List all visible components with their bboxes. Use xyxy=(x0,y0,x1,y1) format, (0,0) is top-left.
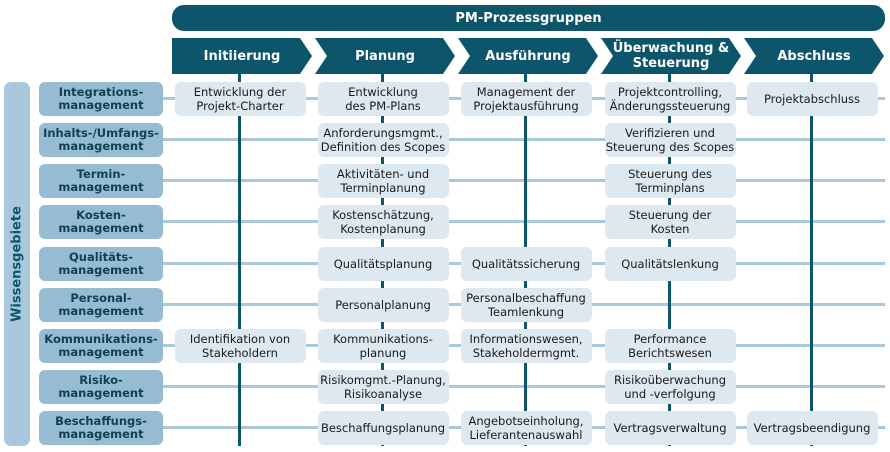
process-box: Beschaffungsplanung xyxy=(317,411,449,445)
knowledge-area-label: Beschaffungs- management xyxy=(39,411,163,445)
phase-header-3: Überwachung & Steuerung xyxy=(601,38,741,74)
knowledge-area-label: Termin- management xyxy=(39,164,163,198)
process-box: Risikoüberwachung und -verfolgung xyxy=(604,370,736,404)
knowledge-area-label: Qualitäts- management xyxy=(39,247,163,281)
process-box: Personalplanung xyxy=(317,288,449,322)
process-box: Entwicklung des PM-Plans xyxy=(317,82,449,116)
process-box: Qualitätslenkung xyxy=(604,247,736,281)
knowledge-area-label: Risiko- management xyxy=(39,370,163,404)
knowledge-area-label: Inhalts-/Umfangs- management xyxy=(39,123,163,157)
process-box: Verifizieren und Steuerung des Scopes xyxy=(604,123,736,157)
process-box: Steuerung der Kosten xyxy=(604,205,736,239)
knowledge-areas-side-label: Wissensgebiete xyxy=(4,82,30,446)
process-box: Qualitätsplanung xyxy=(317,247,449,281)
knowledge-area-label: Integrations- management xyxy=(39,82,163,116)
process-box: Angebotseinholung, Lieferantenauswahl xyxy=(460,411,592,445)
process-box: Projektcontrolling, Änderungssteuerung xyxy=(604,82,736,116)
process-box: Vertragsbeendigung xyxy=(746,411,878,445)
process-box: Entwicklung der Projekt-Charter xyxy=(174,82,306,116)
knowledge-area-label: Personal- management xyxy=(39,288,163,322)
phase-header-4: Abschluss xyxy=(744,38,884,74)
phase-header-0: Initiierung xyxy=(172,38,312,74)
process-box: Projektabschluss xyxy=(746,82,878,116)
process-box: Personalbeschaffung Teamlenkung xyxy=(460,288,592,322)
phase-connector-line xyxy=(238,74,241,446)
process-box: Management der Projektausführung xyxy=(460,82,592,116)
knowledge-area-label: Kosten- management xyxy=(39,205,163,239)
side-label-text: Wissensgebiete xyxy=(9,206,25,322)
phase-header-1: Planung xyxy=(315,38,455,74)
knowledge-area-label: Kommunikations- management xyxy=(39,329,163,363)
process-box: Vertragsverwaltung xyxy=(604,411,736,445)
process-box: Kostenschätzung, Kostenplanung xyxy=(317,205,449,239)
process-groups-banner: PM-Prozessgruppen xyxy=(172,5,885,31)
process-box: Kommunikations- planung xyxy=(317,329,449,363)
process-box: Steuerung des Terminplans xyxy=(604,164,736,198)
process-box: Qualitätssicherung xyxy=(460,247,592,281)
phase-header-2: Ausführung xyxy=(458,38,598,74)
process-box: Risikomgmt.-Planung, Risikoanalyse xyxy=(317,370,449,404)
process-box: Anforderungsmgmt., Definition des Scopes xyxy=(317,123,449,157)
process-box: Aktivitäten- und Terminplanung xyxy=(317,164,449,198)
process-box: Performance Berichtswesen xyxy=(604,329,736,363)
process-box: Informationswesen, Stakeholdermgmt. xyxy=(460,329,592,363)
phase-connector-line xyxy=(810,74,813,446)
process-box: Identifikation von Stakeholdern xyxy=(174,329,306,363)
